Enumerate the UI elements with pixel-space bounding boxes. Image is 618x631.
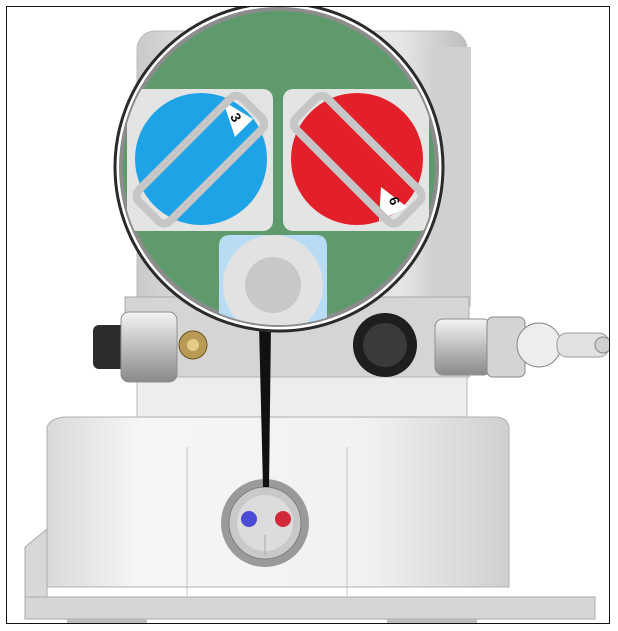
figure-frame: 3 6 <box>6 6 610 624</box>
right-fitting <box>435 317 610 377</box>
center-cap <box>353 313 417 377</box>
inspection-window <box>221 479 309 567</box>
pump-body <box>25 417 595 624</box>
red-indicator-dot <box>275 511 291 527</box>
left-dial-knob <box>135 93 267 225</box>
pump-illustration: 3 6 <box>7 7 610 624</box>
blue-indicator-dot <box>241 511 257 527</box>
